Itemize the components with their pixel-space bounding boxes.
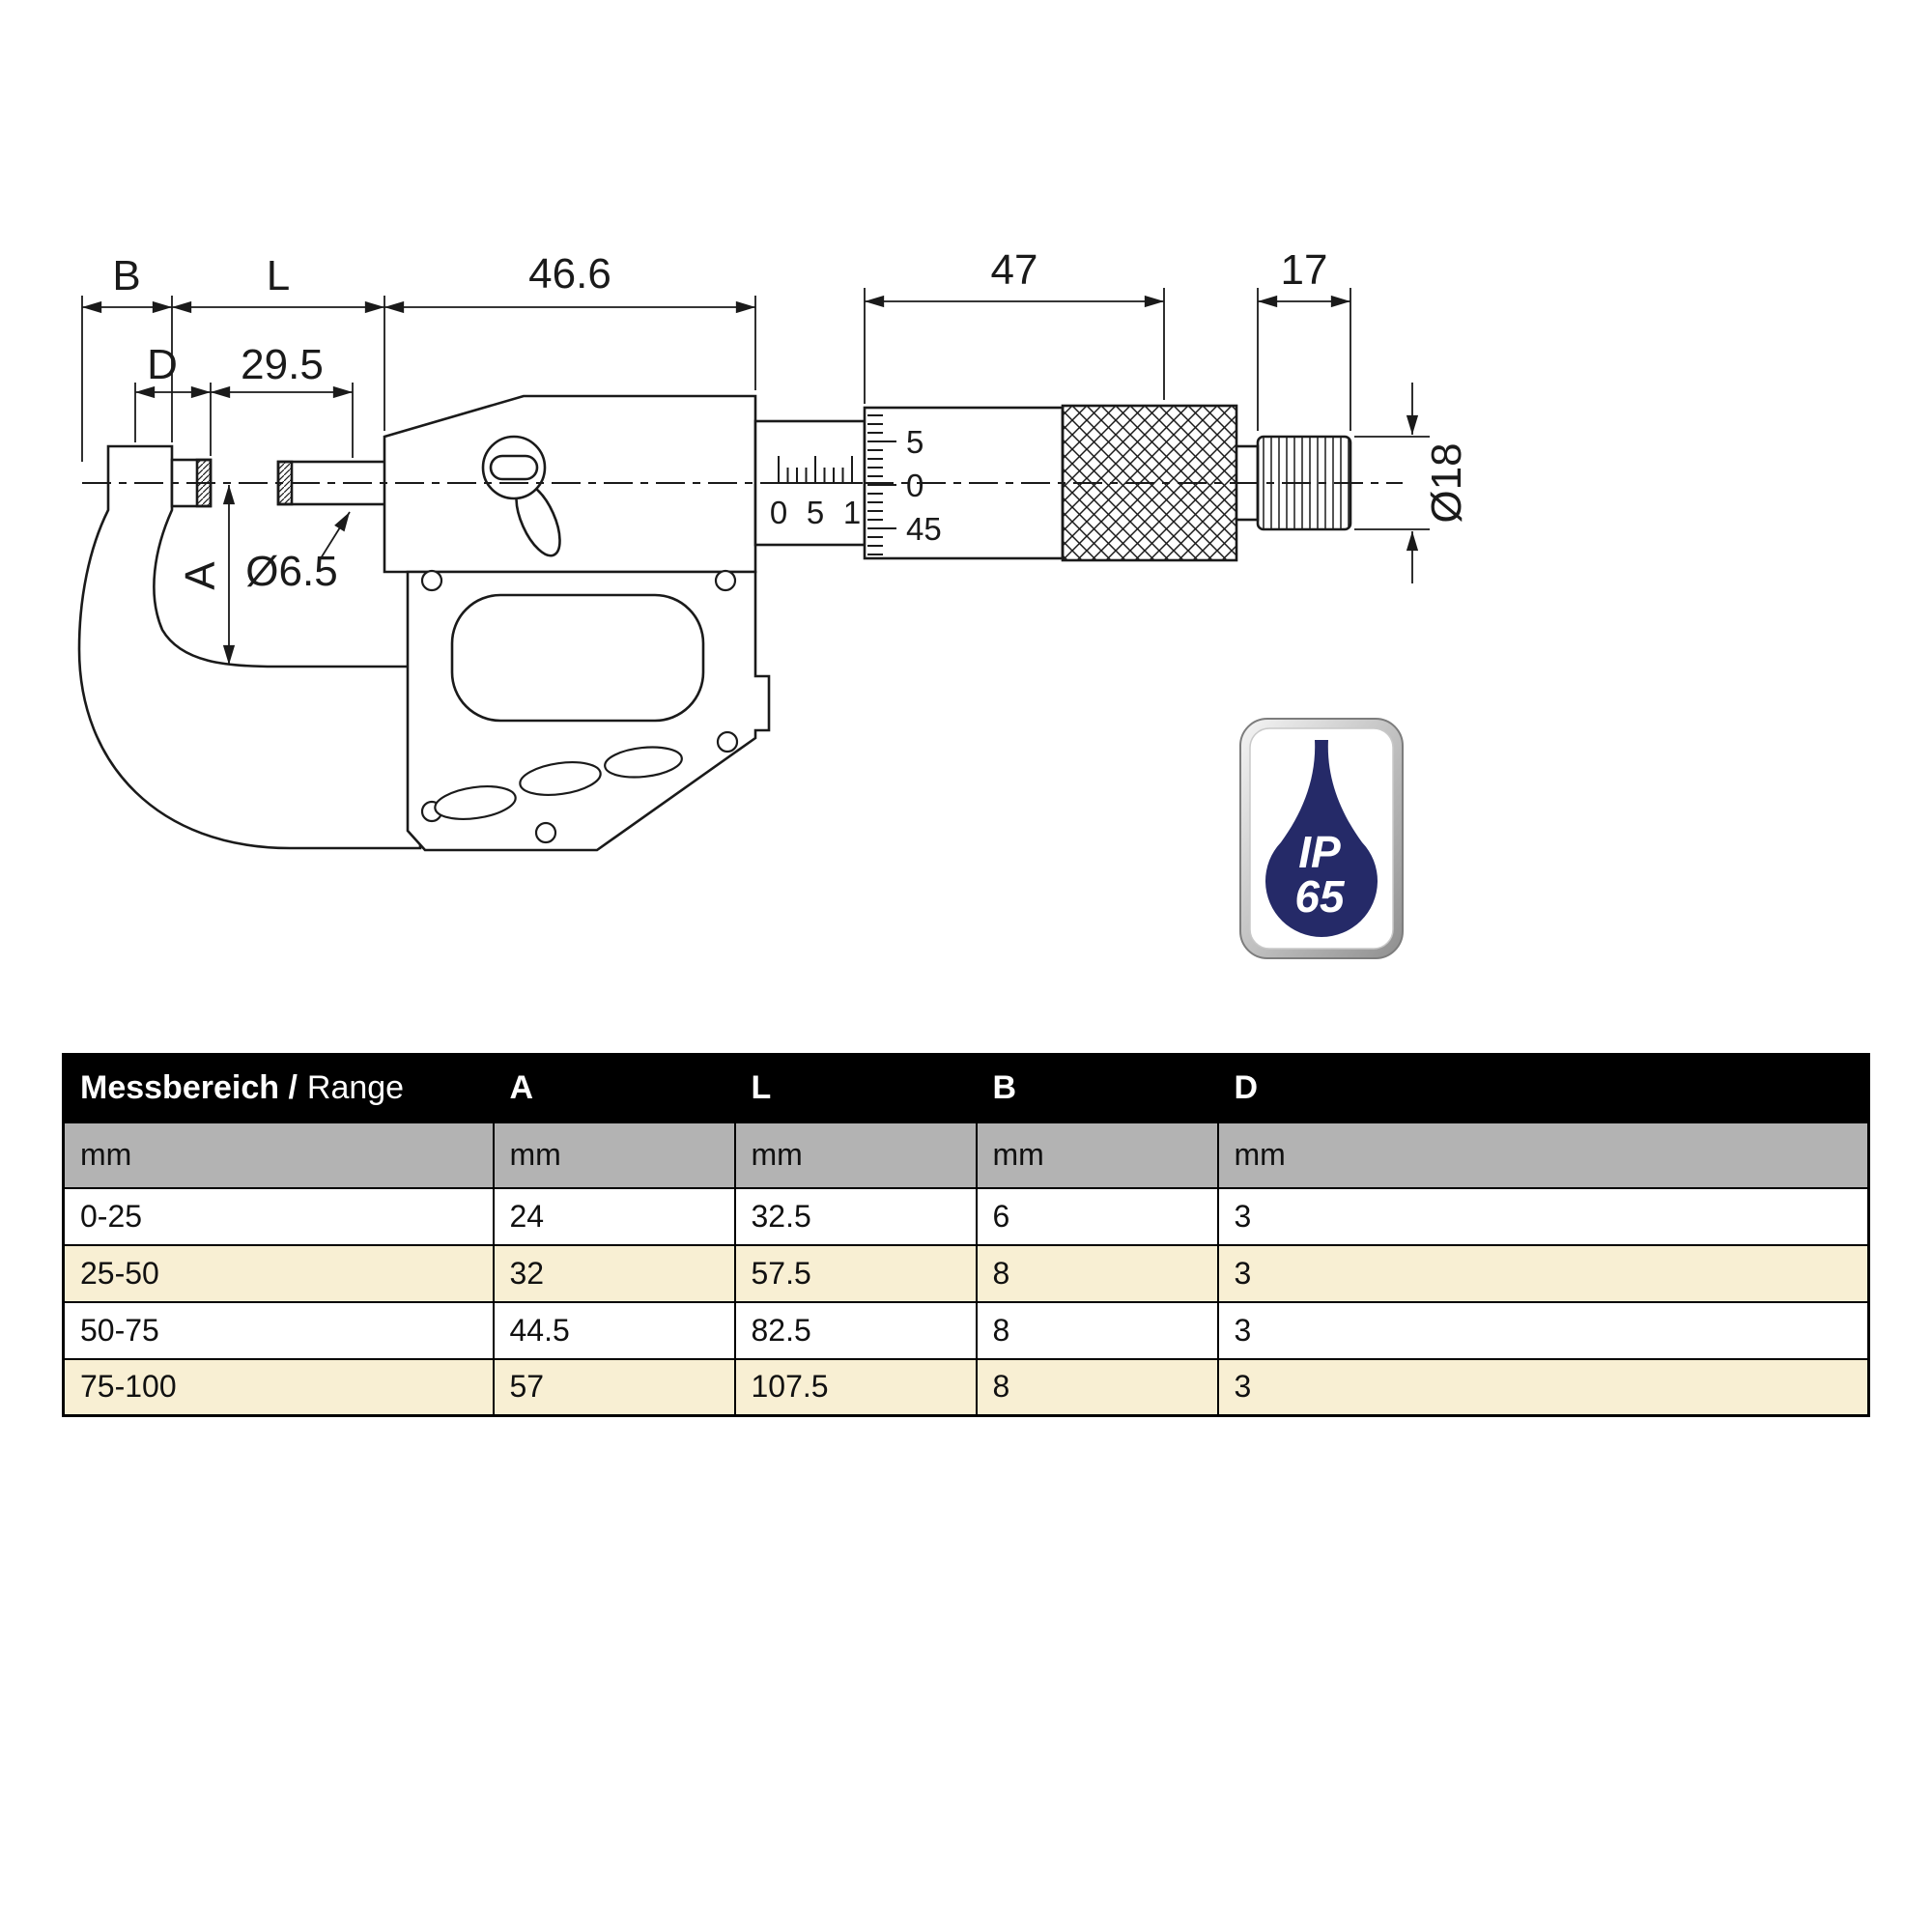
thimble-scale-numbers: 5 0 45 [906,424,942,547]
cell-range: 0-25 [62,1186,495,1246]
cell-a: 24 [492,1186,736,1246]
header-l: L [733,1053,978,1123]
units-l: mm [733,1121,978,1189]
dim-label-46-6: 46.6 [528,250,611,298]
badge-line2: 65 [1294,871,1346,922]
cell-range: 25-50 [62,1243,495,1303]
header-b: B [975,1053,1219,1123]
table-header-row: Messbereich /Range A L B D [62,1053,1870,1123]
cell-l: 32.5 [733,1186,978,1246]
cell-b: 8 [975,1300,1219,1360]
ip65-badge: IP 65 [1239,718,1404,959]
cell-a: 57 [492,1357,736,1417]
dim-label-47: 47 [991,246,1038,294]
cell-d: 3 [1216,1186,1870,1246]
cell-l: 57.5 [733,1243,978,1303]
table-units-row: mm mm mm mm mm [62,1121,1870,1189]
sleeve-number-1: 1 [843,495,861,530]
cell-d: 3 [1216,1357,1870,1417]
micrometer: 0 5 1 5 0 45 [77,394,1403,852]
dim-label-dia-6-5: Ø6.5 [245,548,337,595]
table-row: 0-25 24 32.5 6 3 [62,1186,1870,1246]
cell-a: 44.5 [492,1300,736,1360]
dim-label-a: A [177,561,224,590]
cell-range: 75-100 [62,1357,495,1417]
cell-range: 50-75 [62,1300,495,1360]
sleeve-number-0: 0 [770,495,787,530]
table-row: 50-75 44.5 82.5 8 3 [62,1300,1870,1360]
sleeve-scale-numbers: 0 5 1 [770,495,861,530]
lock-lever-slot [489,454,539,481]
cell-l: 82.5 [733,1300,978,1360]
header-range-bold: Messbereich / [80,1069,298,1107]
water-drop-icon [1264,740,1378,937]
units-b: mm [975,1121,1219,1189]
dim-label-l: L [267,252,290,299]
badge-line1: IP [1298,827,1341,877]
table-row: 75-100 57 107.5 8 3 [62,1357,1870,1417]
screws [420,569,739,844]
extension-lines [81,288,1430,530]
header-range-regular: Range [306,1069,405,1107]
thimble-number-5: 5 [906,424,923,460]
dim-label-17: 17 [1281,246,1328,294]
dimension-labels: B L 46.6 47 17 D 29.5 A Ø6.5 Ø18 [112,246,1470,595]
c-frame [77,444,422,850]
units-d: mm [1216,1121,1870,1189]
dim-label-dia-18: Ø18 [1423,442,1470,523]
header-a: A [492,1053,736,1123]
dim-label-d: D [147,341,178,388]
header-d: D [1216,1053,1870,1123]
battery-slots [434,746,683,820]
table-row: 25-50 32 57.5 8 3 [62,1243,1870,1303]
badge-text: IP 65 [1294,827,1346,922]
dim-label-29-5: 29.5 [241,341,324,388]
technical-drawing: 0 5 1 5 0 45 [77,246,1470,959]
units-range: mm [62,1121,495,1189]
thimble-number-0: 0 [906,468,923,503]
dimension-lines [81,295,1419,666]
cell-d: 3 [1216,1243,1870,1303]
dimensions: B L 46.6 47 17 D 29.5 A Ø6.5 Ø18 [81,246,1470,666]
thimble-scale [867,414,896,555]
cell-a: 32 [492,1243,736,1303]
cell-b: 6 [975,1186,1219,1246]
cell-l: 107.5 [733,1357,978,1417]
dim-label-b: B [112,252,140,299]
sleeve-number-5: 5 [807,495,824,530]
header-range: Messbereich /Range [62,1053,495,1123]
units-a: mm [492,1121,736,1189]
thimble-number-45: 45 [906,511,942,547]
cell-b: 8 [975,1357,1219,1417]
display-window [450,593,705,723]
cell-d: 3 [1216,1300,1870,1360]
cell-b: 8 [975,1243,1219,1303]
spec-table: Messbereich /Range A L B D mm mm mm mm m… [62,1053,1870,1417]
spec-table-section: Messbereich /Range A L B D mm mm mm mm m… [62,1053,1870,1417]
